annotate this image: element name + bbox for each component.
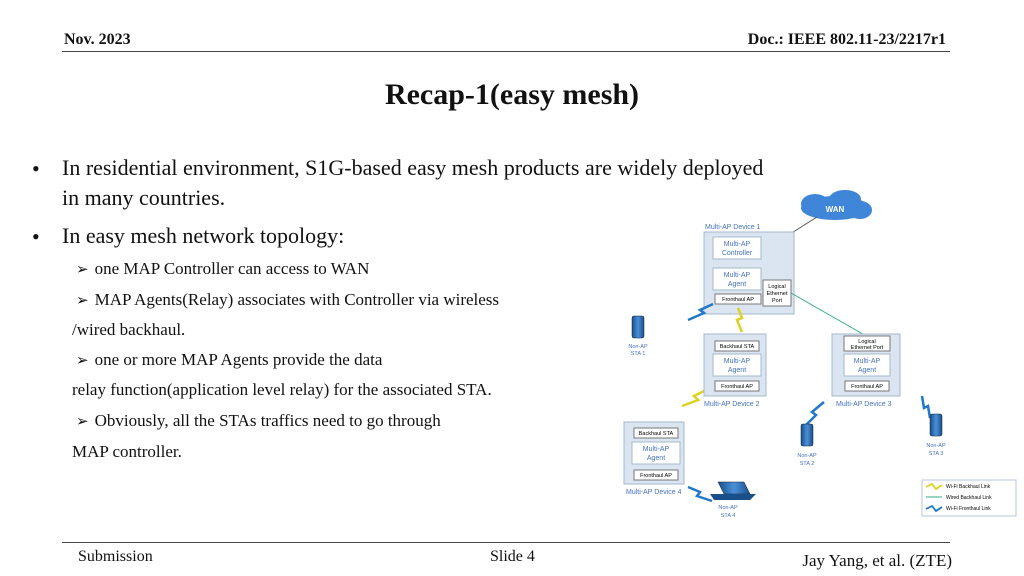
eth-text: Ethernet Port: [851, 345, 884, 351]
eth-text: Ethernet: [767, 291, 788, 297]
sta-2-phone-icon: [800, 423, 814, 447]
wifi-fronthaul-link: [803, 401, 825, 428]
agent-text: Multi-AP: [724, 358, 751, 365]
bullet-dot: •: [32, 156, 40, 181]
wan-link: [789, 216, 818, 235]
device-3-label: Multi-AP Device 3: [836, 401, 892, 408]
subitem-1-text: one MAP Controller can access to WAN: [94, 259, 370, 278]
wifi-fronthaul-link: [687, 302, 714, 322]
device-1-controller-box: [712, 236, 762, 260]
device-1-agent-box: [712, 267, 762, 291]
sta-1-phone-icon: [631, 315, 645, 339]
agent-text: Multi-AP: [854, 358, 881, 365]
eth-text: Port: [772, 298, 783, 304]
device-2-fronthaul-box: [714, 380, 760, 392]
subitem-2: ➢ MAP Agents(Relay) associates with Contr…: [76, 288, 499, 313]
arrow-bullet-icon: ➢: [76, 293, 89, 309]
device-1-eth-box: [762, 279, 792, 307]
wifi-backhaul-link: [735, 307, 744, 333]
eth-text: Logical: [768, 284, 785, 290]
device-4-label: Multi-AP Device 4: [626, 489, 682, 496]
legend-wifi-backhaul-swatch: [925, 482, 943, 491]
device-4-backhaul-box: [633, 427, 679, 439]
footer-author: Jay Yang, et al. (ZTE): [802, 551, 952, 570]
device-2-backhaul-box: [714, 340, 760, 352]
diagram-legend: [921, 479, 1017, 517]
agent-text: Agent: [858, 367, 876, 374]
wired-backhaul-link: [790, 292, 869, 338]
subitem-3-text: one or more MAP Agents provide the data: [94, 350, 383, 369]
legend-item: Wi-Fi Fronthaul Link: [946, 506, 991, 512]
backhaul-text: Backhaul STA: [720, 344, 755, 350]
legend-wifi-fronthaul-swatch: [925, 504, 943, 513]
bullet-dot: •: [32, 224, 40, 249]
device-4-agent-box: [631, 441, 681, 465]
header-date: Nov. 2023: [64, 31, 131, 48]
fronthaul-text: Fronthaul AP: [851, 384, 883, 390]
subitem-2-text: MAP Agents(Relay) associates with Contro…: [94, 290, 500, 309]
sta-text: Non-AP: [628, 344, 648, 350]
agent-text: Multi-AP: [724, 272, 751, 279]
controller-text: Controller: [722, 250, 753, 257]
subitem-3: ➢ one or more MAP Agents provide the data: [76, 348, 382, 373]
device-3-fronthaul-box: [844, 380, 890, 392]
easy-mesh-topology-diagram: WAN Multi-AP Device 1 Multi-AP Controlle…: [623, 190, 1017, 519]
agent-text: Agent: [728, 367, 746, 374]
controller-text: Multi-AP: [724, 241, 751, 248]
slide-title: Recap-1(easy mesh): [384, 78, 640, 111]
legend-item: Wi-Fi Backhaul Link: [946, 484, 991, 490]
arrow-bullet-icon: ➢: [76, 414, 89, 430]
agent-text: Agent: [728, 281, 746, 288]
wifi-fronthaul-link: [687, 485, 713, 503]
bullet-1-line-2: in many countries.: [62, 185, 226, 210]
subitem-4: ➢ Obviously, all the STAs traffics need t…: [76, 409, 441, 434]
subitem-1: ➢ one MAP Controller can access to WAN: [76, 257, 369, 282]
footer-rule: [62, 542, 950, 543]
device-4-fronthaul-box: [633, 469, 679, 481]
header-rule: [62, 51, 950, 52]
sta-text: STA 2: [800, 461, 815, 467]
sta-text: Non-AP: [926, 443, 946, 449]
subitem-4-line-2: MAP controller.: [72, 442, 182, 461]
sta-3-phone-icon: [929, 413, 943, 437]
sta-text: Non-AP: [718, 505, 738, 511]
footer-submission: Submission: [78, 548, 153, 565]
wan-cloud-icon: WAN: [801, 190, 872, 220]
bullet-2-line-1: In easy mesh network topology:: [62, 223, 345, 248]
arrow-bullet-icon: ➢: [76, 353, 89, 369]
header-doc-number: Doc.: IEEE 802.11-23/2217r1: [747, 31, 946, 48]
device-2-agent-box: [712, 353, 762, 377]
subitem-2-line-2: /wired backhaul.: [72, 320, 186, 339]
device-1-fronthaul-box: [714, 293, 762, 305]
eth-text: Logical: [858, 339, 875, 345]
wifi-backhaul-link: [681, 388, 707, 408]
sta-text: STA 1: [631, 351, 646, 357]
agent-text: Multi-AP: [643, 446, 670, 453]
device-3-eth-box: [843, 335, 891, 352]
wifi-fronthaul-link: [920, 395, 932, 419]
sta-text: STA 4: [721, 513, 736, 519]
wan-label: WAN: [826, 205, 845, 214]
fronthaul-text: Fronthaul AP: [722, 297, 754, 303]
subitem-4-text: Obviously, all the STAs traffics need to…: [94, 411, 441, 430]
fronthaul-text: Fronthaul AP: [640, 473, 672, 479]
device-3-agent-box: [843, 353, 891, 377]
sta-text: Non-AP: [797, 453, 817, 459]
legend-item: Wired Backhaul Link: [946, 495, 992, 501]
sta-text: STA 3: [929, 451, 944, 457]
subitem-3-line-2: relay function(application level relay) …: [72, 380, 492, 399]
device-2-label: Multi-AP Device 2: [704, 401, 760, 408]
backhaul-text: Backhaul STA: [639, 431, 674, 437]
device-1-label: Multi-AP Device 1: [705, 224, 761, 231]
fronthaul-text: Fronthaul AP: [721, 384, 753, 390]
sta-4-laptop-icon: [710, 481, 756, 500]
agent-text: Agent: [647, 455, 665, 462]
footer-slide-number: Slide 4: [490, 548, 535, 565]
bullet-1-line-1: In residential environment, S1G-based ea…: [62, 155, 764, 180]
arrow-bullet-icon: ➢: [76, 262, 89, 278]
